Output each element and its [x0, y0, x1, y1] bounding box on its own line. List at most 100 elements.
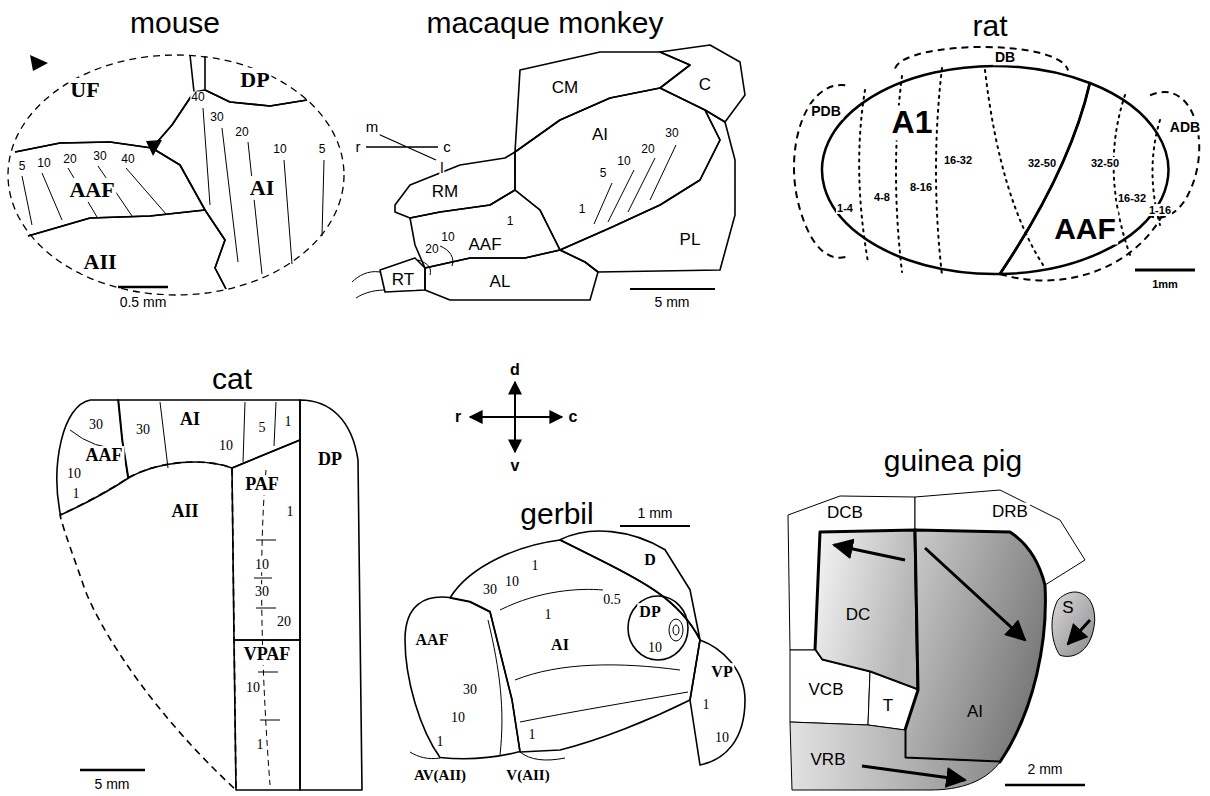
guinea-pig-outline [1005, 784, 1085, 787]
field-name: AAF [67, 178, 116, 202]
frequency-number: 10 [66, 466, 82, 481]
field-name: PAF [243, 475, 281, 495]
cortical-field: RT [376, 254, 429, 296]
field-outline [401, 593, 524, 763]
mouse-outline [8, 55, 344, 295]
gerbil-outline [669, 619, 683, 641]
cortical-field: VPAF [230, 636, 304, 794]
field-name: RT [390, 271, 416, 290]
frequency-number: 1 [702, 697, 711, 712]
field-name: DP [238, 68, 271, 92]
frequency-number: 20 [424, 243, 439, 256]
frequency-number: 5 [599, 167, 608, 180]
frequency-number: 30 [664, 127, 679, 140]
axis-letter: c [442, 139, 452, 156]
field-outline [818, 62, 1094, 278]
arrowhead-symbol [30, 55, 162, 156]
gradient-arrow [834, 545, 905, 560]
cortical-field: RM [391, 148, 519, 222]
field-border [628, 596, 688, 660]
frequency-number: 10 [245, 680, 261, 695]
cortical-field: AAF [53, 396, 132, 519]
frequency-number: 30 [135, 422, 151, 437]
cortical-field: AI [446, 536, 704, 756]
gradient-arrow [862, 766, 965, 780]
frequency-number: 10 [714, 730, 730, 745]
cortical-field: AI [148, 86, 311, 293]
field-border [395, 152, 515, 218]
field-border [380, 258, 425, 292]
field-name: AI [965, 703, 985, 722]
frequency-range: 16-32 [943, 154, 973, 166]
field-name: VCB [807, 681, 846, 700]
scale-label: 5 mm [94, 777, 131, 792]
field-name: RM [430, 183, 460, 202]
arrowhead-symbol [30, 55, 48, 71]
frequency-number: 1 [506, 215, 515, 228]
field-name: UF [68, 78, 101, 102]
field-border [405, 597, 520, 759]
field-name: VPAF [242, 645, 293, 665]
field-border [690, 640, 745, 765]
field-border [515, 88, 720, 250]
field-border [794, 85, 848, 258]
frequency-range: 16-32 [1117, 192, 1147, 204]
field-name: VRB [809, 751, 848, 770]
frequency-number: 30 [209, 111, 224, 124]
cortical-field: A1 [818, 62, 1094, 278]
field-outline [446, 536, 704, 756]
field-border [1150, 92, 1199, 218]
monkey-outline [352, 134, 715, 298]
field-name: PL [678, 231, 703, 250]
panel-title: cat [211, 362, 253, 395]
field-name: DP [316, 450, 344, 470]
cat-outline [70, 402, 276, 468]
axis-letter: l [439, 160, 444, 177]
cortical-field: S [1048, 588, 1099, 660]
frequency-number: 1 [436, 734, 445, 749]
field-border [118, 400, 300, 478]
monkey-outline [594, 145, 676, 224]
frequency-number: 30 [92, 150, 107, 163]
cortical-field: ADB [1146, 88, 1203, 222]
frequency-number: 10 [504, 574, 520, 589]
scale-label: 2 mm [1027, 762, 1064, 777]
field-border [232, 440, 300, 640]
field-label: AV(AII) [413, 767, 467, 784]
cortical-field: VP [686, 636, 749, 769]
field-outline [1146, 88, 1203, 222]
frequency-range: 1mm [1151, 278, 1179, 290]
compass-axes [470, 382, 562, 452]
cortical-field: AAF [996, 79, 1172, 278]
frequency-number: 5 [258, 420, 267, 435]
field-border [15, 142, 205, 236]
field-border [205, 56, 307, 106]
frequency-number: 0.5 [602, 592, 622, 607]
frequency-number: 1 [578, 203, 587, 216]
arrowhead-symbol [146, 140, 162, 156]
cortical-field: C [656, 41, 749, 126]
field-border [425, 250, 598, 300]
field-outline [228, 436, 304, 644]
field-outline [901, 526, 1049, 766]
cortical-field: VRB [786, 718, 1004, 794]
field-border [1052, 592, 1095, 656]
cortical-field: AII [24, 206, 230, 293]
panel-title: guinea pig [883, 444, 1023, 477]
field-name: AII [81, 250, 118, 274]
frequency-number: 40 [120, 153, 135, 166]
cortical-field: AI [511, 84, 724, 254]
field-border [560, 110, 735, 272]
monkey-outline [366, 134, 438, 160]
gerbil-outline [673, 625, 679, 635]
cortical-field: AL [421, 246, 602, 304]
scale-label: 0.5 mm [119, 295, 168, 310]
gradient-arrow [1068, 620, 1090, 644]
field-name: AAF [414, 631, 451, 649]
cortical-field: DP [296, 396, 366, 794]
cortical-field: AII [56, 458, 240, 794]
field-name: AI [590, 126, 610, 145]
monkey-outline [352, 272, 385, 298]
field-border [660, 45, 745, 122]
